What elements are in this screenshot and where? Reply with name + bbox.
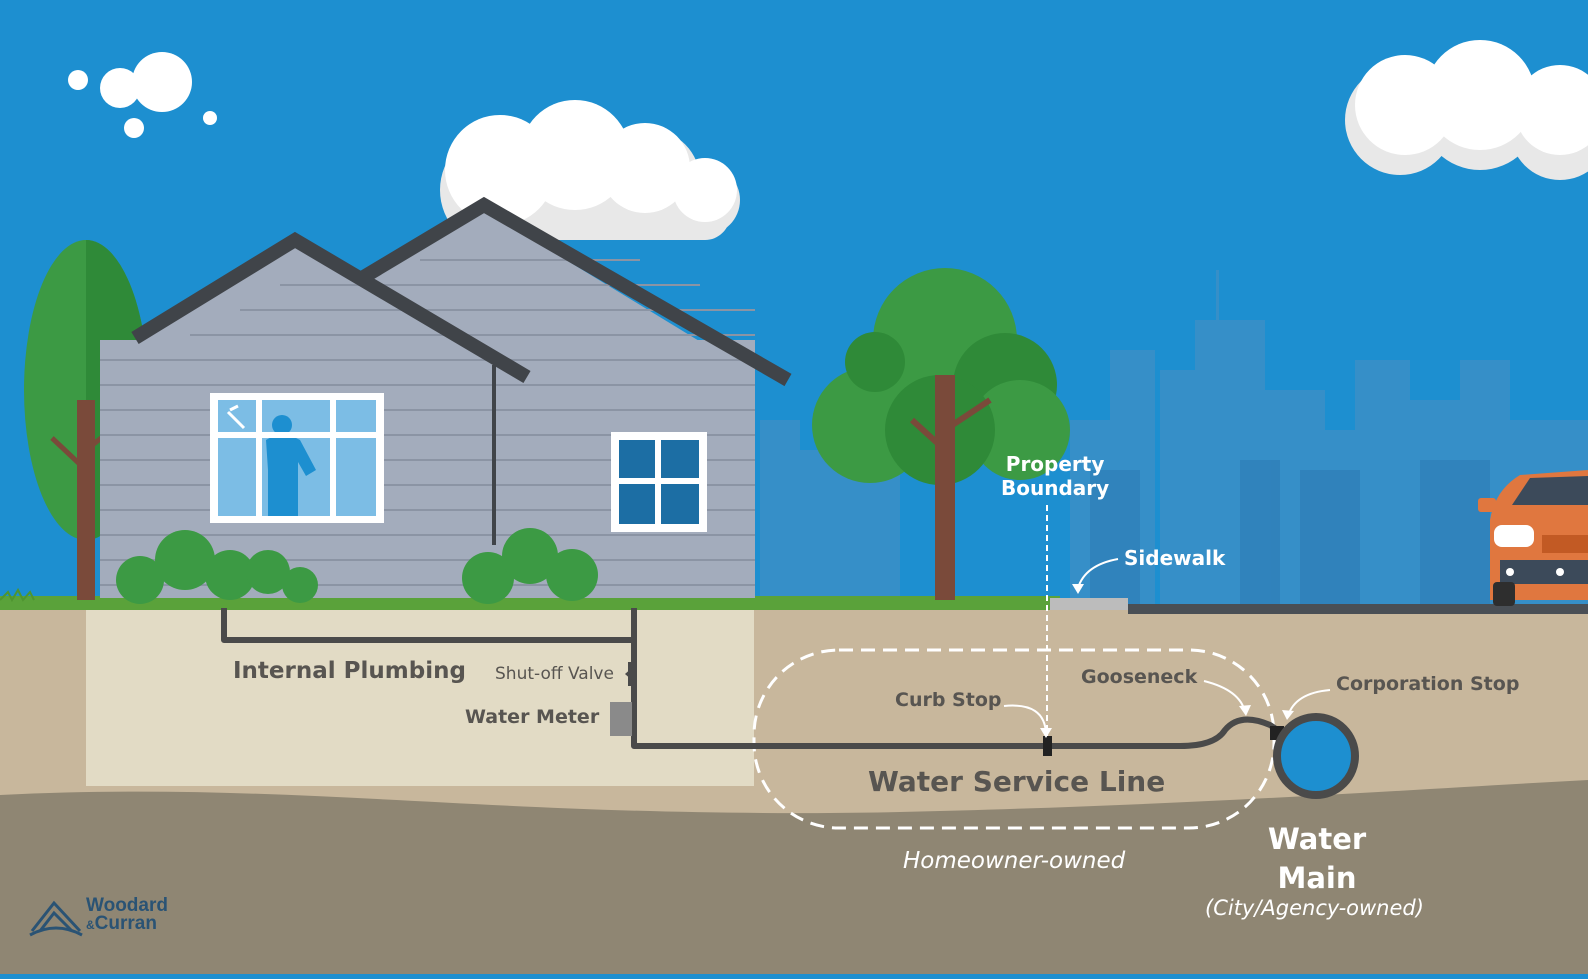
shutoff-valve-label: Shut-off Valve [495,664,614,684]
car-icon [1478,470,1588,606]
water-service-line-label: Water Service Line [868,765,1166,798]
corporation-stop-label: Corporation Stop [1336,673,1520,695]
woodard-curran-logo-icon [29,900,83,937]
city-owned-label: (City/Agency-owned) [1205,896,1424,920]
property-boundary-label-line1: Property [1005,452,1105,476]
sidewalk-label: Sidewalk [1124,546,1226,570]
logo-amp: & [86,918,95,932]
gooseneck-label: Gooseneck [1081,666,1198,688]
water-meter-label: Water Meter [465,706,600,728]
person-showering-icon [226,404,316,516]
property-boundary-label-line2: Boundary [1001,476,1110,500]
logo-name-line2: Curran [94,913,157,934]
curb-stop-label: Curb Stop [895,689,1002,711]
cloud-icon [68,52,217,138]
logo-name-line1: Woodard [86,895,168,916]
homeowner-owned-label: Homeowner-owned [903,848,1126,874]
water-main-label-line1: Water [1267,822,1367,856]
internal-plumbing-label: Internal Plumbing [233,658,466,684]
woodard-curran-logo: Woodard &Curran [28,895,178,945]
house-icon [100,196,792,598]
tree-icon [812,268,1070,600]
water-main-label-line2: Main [1277,861,1357,895]
